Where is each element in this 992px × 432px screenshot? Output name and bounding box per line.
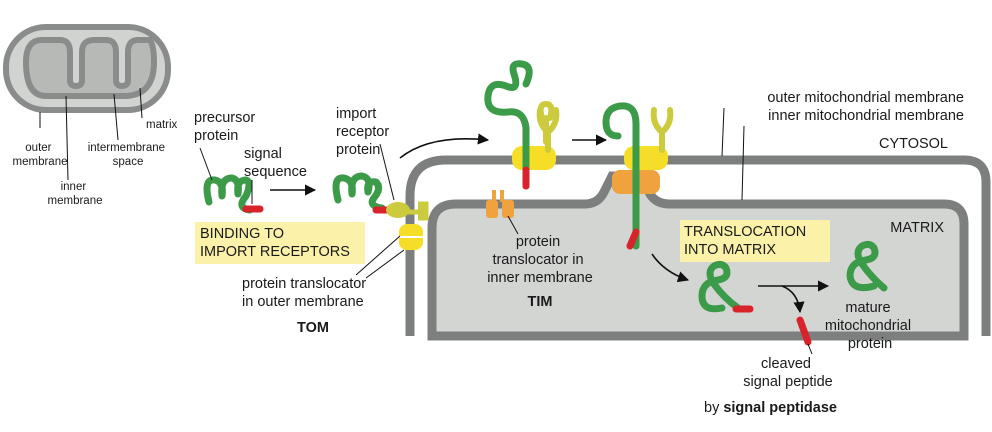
precursor-protein — [203, 174, 264, 214]
protein-through-tim — [602, 102, 640, 250]
label-mature-protein: mature mitochondrial protein — [825, 300, 915, 352]
inset-leader-inner — [65, 95, 69, 181]
label-matrix: MATRIX — [890, 220, 944, 236]
mature-chain — [846, 240, 888, 292]
receptor-stalk — [404, 201, 429, 221]
arrow-to-cleaved — [781, 285, 805, 314]
label-signal-peptidase-name: signal peptidase — [723, 400, 837, 416]
bound-protein-chain — [332, 172, 386, 212]
label-signal-peptidase: by signal peptidase — [704, 400, 837, 416]
label-cytosol: CYTOSOL — [879, 136, 948, 152]
label-by: by — [704, 400, 723, 416]
inset-inner-membrane — [22, 37, 158, 99]
inset-leader-intermembrane — [113, 93, 119, 141]
label-inner-translocator: protein translocator in inner membrane — [487, 234, 593, 286]
label-signal-sequence: signal sequence — [244, 146, 307, 180]
label-outer-translocator: protein translocator in outer membrane — [242, 276, 370, 310]
precursor-chain — [203, 174, 254, 214]
arrow-to-tom — [399, 133, 490, 159]
inset-leader-matrix — [139, 87, 143, 119]
label-binding-box: BINDING TO IMPORT RECEPTORS — [200, 226, 350, 260]
leader-translocator-b — [365, 249, 405, 279]
leader-cleaved — [807, 343, 813, 355]
mitochondrion-inset: outer membrane inner membrane intermembr… — [3, 24, 178, 207]
tim-half-a — [486, 200, 498, 218]
leader-import-receptor — [379, 143, 395, 201]
leader-translocator-a — [355, 235, 401, 276]
folding-chain — [698, 260, 742, 313]
tim-half-b — [502, 200, 514, 218]
inset-label-inner-membrane: inner membrane — [48, 181, 103, 207]
label-import-receptor-protein: import receptor protein — [336, 106, 393, 158]
leader-precursor — [199, 147, 213, 181]
tim-post-b — [500, 190, 504, 202]
translocation-box — [680, 220, 830, 262]
label-translocation-box: TRANSLOCATION INTO MATRIX — [684, 224, 810, 258]
leader-outer-mito-membrane — [721, 107, 725, 157]
tim-complex-left — [486, 190, 514, 218]
leader-inner-mito-membrane — [741, 125, 745, 201]
signal-in-matrix — [626, 228, 640, 250]
mature-protein — [846, 240, 888, 292]
inset-label-intermembrane-space: intermembrane space — [88, 142, 169, 168]
label-cleaved-peptide: cleaved signal peptide — [743, 356, 833, 390]
label-tom: TOM — [297, 320, 329, 336]
import-receptor-right — [650, 107, 674, 153]
folding-protein — [698, 260, 754, 313]
label-outer-mito-membrane: outer mitochondrial membrane — [767, 90, 964, 106]
inset-label-matrix: matrix — [146, 119, 178, 131]
receptor-fork-middle — [536, 107, 560, 153]
label-precursor-protein: precursor protein — [194, 110, 259, 144]
outer-mitochondrial-membrane — [405, 155, 991, 336]
label-inner-mito-membrane: inner mitochondrial membrane — [768, 108, 964, 124]
inset-label-outer-membrane: outer membrane — [13, 142, 68, 168]
protein-at-receptor — [332, 172, 396, 214]
cleaved-signal-peptide — [796, 316, 812, 346]
arrow-into-matrix — [651, 253, 690, 283]
leader-tim — [507, 215, 519, 235]
protein-through-tom — [484, 60, 533, 190]
tim-post-a — [492, 190, 496, 202]
tom-complex-right — [624, 107, 674, 170]
label-tim: TIM — [528, 294, 553, 310]
binding-box — [195, 222, 365, 264]
tom-complex-left — [386, 201, 429, 250]
